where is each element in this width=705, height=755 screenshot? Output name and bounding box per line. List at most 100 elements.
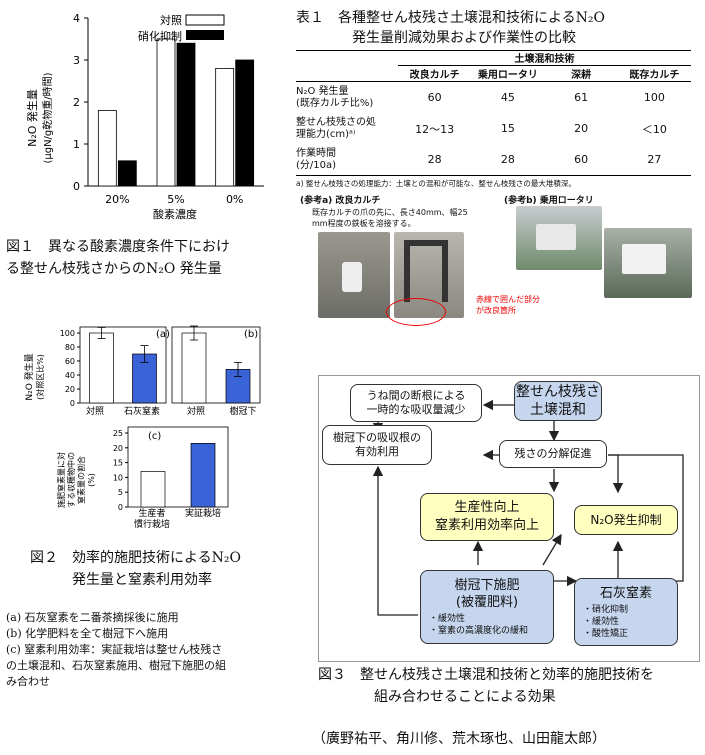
fig2c-bar bbox=[140, 471, 166, 508]
fig2a-bar bbox=[132, 353, 157, 404]
fig2-ylabel-c-1: 施肥窒素量に対 bbox=[56, 452, 66, 508]
photo-a-red-2: が改良箇所 bbox=[476, 306, 516, 315]
table1: 土壌混和技術 改良カルチ乗用ロータリ深耕既存カルチ N₂O 発生量(既存カルチ比… bbox=[296, 50, 691, 189]
fig2c-bar bbox=[190, 443, 216, 508]
fig3-box-root: 樹冠下の吸収根の有効利用 bbox=[322, 425, 432, 465]
fig2b-frame bbox=[171, 326, 261, 404]
fig1-legend-inhibit: 硝化抑制 bbox=[138, 29, 182, 43]
fig3-box-main: 整せん枝残さ土壌混和 bbox=[514, 381, 602, 421]
fig2-cat-a1: 対照 bbox=[86, 405, 104, 417]
table1-cell: 100 bbox=[643, 91, 665, 104]
table1-row-label: 整せん枝残さの処理能力(cm)ᵃ⁾ bbox=[296, 116, 376, 140]
fig2-cat-c1-2: 慣行栽培 bbox=[134, 518, 170, 530]
fig2-ylabel-a-2: (対照区比%) bbox=[35, 354, 45, 400]
table1-title-line2: 発生量削減効果および作業性の比較 bbox=[352, 30, 576, 46]
fig1-bar bbox=[176, 42, 196, 187]
fig2a-ytick-label: 80 bbox=[65, 343, 75, 352]
fig2a-ytick-label: 0 bbox=[70, 399, 75, 408]
fig1-bar bbox=[156, 38, 176, 187]
fig3-box-temp-decrease: うね間の断根による一時的な吸収量減少 bbox=[350, 384, 482, 422]
fig3-lime-items: ・硝化抑制・緩効性・酸性矯正 bbox=[583, 604, 669, 640]
fig3-box-main-1: 整せん枝残さ bbox=[516, 384, 600, 400]
photo-a-desc-2: mm程度の鉄板を溶接する。 bbox=[312, 219, 416, 228]
table1-group-header: 土壌混和技術 bbox=[398, 50, 691, 66]
fig2c-ytick-label: 25 bbox=[113, 429, 123, 438]
fig2-note-line: み合わせ bbox=[6, 675, 50, 688]
photo-a-red-circle bbox=[386, 298, 446, 326]
fig3-lime-item: ・緩効性 bbox=[583, 617, 620, 627]
fig3-canopy-items: ・緩効性・窒素の高濃度化の緩和 bbox=[429, 613, 545, 637]
fig1-bar bbox=[117, 160, 137, 187]
fig2-ylabel-c-3: 窒素量の割合 bbox=[76, 456, 86, 504]
fig2c-ytick-label: 10 bbox=[113, 473, 123, 482]
authors: （廣野祐平、角川修、荒木琢也、山田龍太郎） bbox=[312, 731, 606, 747]
fig2-note-line: (c) 窒素利用効率：実証栽培は整せん枝残さ bbox=[6, 643, 223, 656]
fig1-ytick-label: 2 bbox=[73, 96, 80, 109]
table1-col-header: 乗用ロータリ bbox=[477, 69, 538, 81]
fig3-caption-line2: 組み合わせることによる効果 bbox=[374, 689, 556, 705]
fig2-caption-line2: 発生量と窒素利用効率 bbox=[72, 572, 212, 588]
fig2a-ytick-label: 60 bbox=[65, 357, 75, 366]
table1-col-header: 既存カルチ bbox=[629, 69, 680, 81]
photo-a-title: (参考a) 改良カルチ bbox=[300, 196, 381, 206]
fig2-ylabel-c-2: する収穫物中の bbox=[66, 452, 76, 508]
fig1-bar bbox=[215, 68, 235, 187]
table1-footnote: a) 整せん枝残さの処理能力：土壌との混和が可能な、整せん枝残さの最大堆積深。 bbox=[296, 179, 576, 188]
table1-col-header: 深耕 bbox=[571, 69, 592, 81]
fig2b-bar bbox=[225, 369, 251, 404]
fig3-box-canopy-1: 樹冠下施肥 bbox=[454, 578, 520, 593]
fig1-legend-control-swatch bbox=[185, 14, 225, 26]
fig1-ytick-label: 4 bbox=[73, 12, 80, 25]
table1-cell: 28 bbox=[500, 153, 515, 166]
fig2c-ytick-label: 15 bbox=[113, 459, 123, 468]
fig1-ytick-label: 3 bbox=[73, 54, 80, 67]
fig3-lime-item: ・硝化抑制 bbox=[583, 605, 629, 615]
fig2a-frame bbox=[79, 326, 167, 404]
fig3-lime-item: ・酸性矯正 bbox=[583, 629, 629, 639]
fig2-ylabel-c-4: (%) bbox=[87, 473, 96, 487]
fig3-caption-line1: 図３ 整せん枝残さ土壌混和技術と効率的施肥技術を bbox=[318, 667, 654, 683]
fig2-ylabel-a-1: N₂O 発生量 bbox=[23, 353, 35, 400]
table1-cell: ＜10 bbox=[641, 122, 667, 136]
fig3-box-temp-1: うね間の断根による bbox=[366, 389, 466, 402]
fig2-note-line: (b) 化学肥料を全て樹冠下へ施用 bbox=[6, 627, 169, 640]
fig2a-ytick-label: 20 bbox=[65, 385, 75, 394]
fig2a-ytick-label: 100 bbox=[60, 329, 75, 338]
fig1-ylabel-1: N₂O 発生量 bbox=[25, 89, 39, 147]
photo-a-red-1: 赤線で囲んだ部分 bbox=[476, 295, 540, 304]
fig3-frame bbox=[318, 375, 700, 662]
fig3-box-canopy: 樹冠下施肥 (被覆肥料) ・緩効性・窒素の高濃度化の緩和 bbox=[420, 570, 554, 644]
fig2c-frame bbox=[127, 426, 229, 508]
fig1-legend-inhibit-swatch bbox=[186, 30, 224, 40]
fig3-box-root-1: 樹冠下の吸収根の bbox=[333, 431, 421, 444]
table1-cell: 20 bbox=[574, 122, 589, 135]
fig3-box-yield-1: 生産性向上 bbox=[454, 500, 520, 515]
table1-cell: 28 bbox=[427, 153, 442, 166]
fig2-cat-c2: 実証栽培 bbox=[185, 507, 221, 519]
table1-cell: 12〜13 bbox=[415, 122, 455, 136]
fig2-label-c: (c) bbox=[148, 431, 161, 442]
fig1-bar bbox=[97, 110, 117, 187]
table1-cell: 45 bbox=[500, 91, 515, 104]
fig2-cat-c1-1: 生産者 bbox=[138, 507, 165, 519]
fig1-caption-line2: る整せん枝残さからのN₂O 発生量 bbox=[6, 261, 222, 277]
fig2-label-a: (a) bbox=[156, 329, 170, 340]
fig1-legend-control: 対照 bbox=[160, 13, 182, 27]
fig3-caption: 図３ 整せん枝残さ土壌混和技術と効率的施肥技術を 組み合わせることによる効果 bbox=[318, 664, 703, 708]
photo-b-machine2 bbox=[604, 228, 692, 298]
fig2-label-b: (b) bbox=[244, 329, 258, 340]
fig2-note-line: の土壌混和、石灰窒素施用、樹冠下施肥の組 bbox=[6, 659, 226, 672]
photo-b-machine1 bbox=[516, 206, 602, 270]
fig1-ytick-label: 1 bbox=[73, 138, 80, 151]
photo-a-machine bbox=[318, 232, 390, 318]
table1-cell: 60 bbox=[574, 153, 589, 166]
fig1-caption-line1: 図１ 異なる酸素濃度条件下におけ bbox=[6, 239, 230, 255]
fig3-box-canopy-2: (被覆肥料) bbox=[455, 595, 519, 610]
photo-a-red-note: 赤線で囲んだ部分 が改良箇所 bbox=[476, 294, 540, 316]
fig3-canopy-item: ・緩効性 bbox=[429, 614, 466, 624]
fig3-box-main-2: 土壌混和 bbox=[530, 402, 586, 418]
